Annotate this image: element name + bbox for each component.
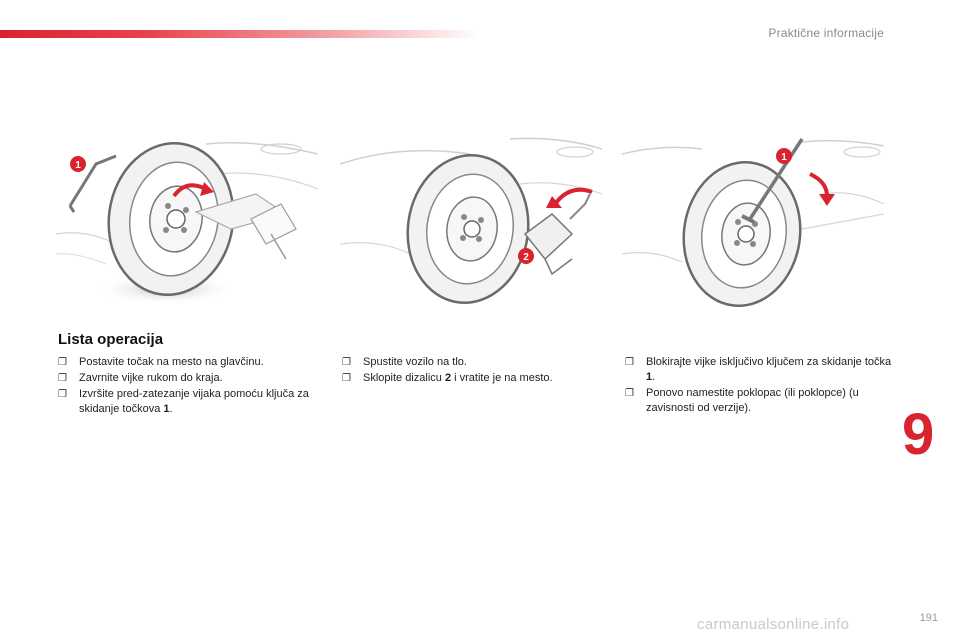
- wheel-illustration-2: 2: [340, 137, 602, 305]
- callout-1-label: 1: [75, 160, 81, 171]
- callout-1-badge: [776, 148, 792, 164]
- callout-1-label: 1: [781, 152, 787, 163]
- operations-column-2: ❐ Spustite vozilo na tlo. ❐ Sklopite diz…: [342, 355, 612, 387]
- bullet-icon: ❐: [342, 373, 351, 384]
- illustration-lower-vehicle-fold-jack: 2: [340, 134, 602, 310]
- callout-1-badge: [70, 156, 86, 172]
- section-title: Lista operacija: [58, 331, 164, 348]
- bullet-icon: ❐: [625, 388, 634, 399]
- list-item: ❐ Blokirajte vijke isključivo ključem za…: [625, 356, 892, 383]
- list-item: ❐ Postavite točak na mesto na glavčinu.: [58, 356, 264, 368]
- callout-2-label: 2: [523, 252, 529, 263]
- list-item: ❐ Spustite vozilo na tlo.: [342, 356, 467, 368]
- chapter-number: 9: [902, 402, 935, 467]
- list-item: ❐ Sklopite dizalicu 2 i vratite je na me…: [342, 372, 553, 384]
- wheel-illustration-3: 1: [622, 138, 884, 308]
- operations-column-3: ❐ Blokirajte vijke isključivo ključem za…: [625, 355, 895, 417]
- callout-2-badge: [518, 248, 534, 264]
- bullet-icon: ❐: [342, 357, 351, 368]
- bullet-icon: ❐: [625, 357, 634, 368]
- list-item: ❐ Izvršite pred-zatezanje vijaka pomoću …: [58, 388, 309, 415]
- illustration-wheel-tighten-bolts: 1: [56, 134, 318, 310]
- list-item: ❐ Ponovo namestite poklopac (ili poklopc…: [625, 387, 859, 414]
- illustration-block-bolts-wrench: 1: [622, 134, 884, 310]
- bullet-icon: ❐: [58, 357, 67, 368]
- page-number: 191: [919, 612, 938, 624]
- operations-column-1: ❐ Postavite točak na mesto na glavčinu. …: [58, 355, 328, 418]
- page-header-title: Praktične informacije: [768, 26, 884, 40]
- bullet-icon: ❐: [58, 373, 67, 384]
- header-accent-band: [0, 30, 480, 38]
- list-item: ❐ Zavrnite vijke rukom do kraja.: [58, 372, 223, 384]
- wheel-illustration-1: 1: [56, 141, 318, 305]
- watermark: carmanualsonline.info: [697, 616, 850, 633]
- bullet-icon: ❐: [58, 389, 67, 400]
